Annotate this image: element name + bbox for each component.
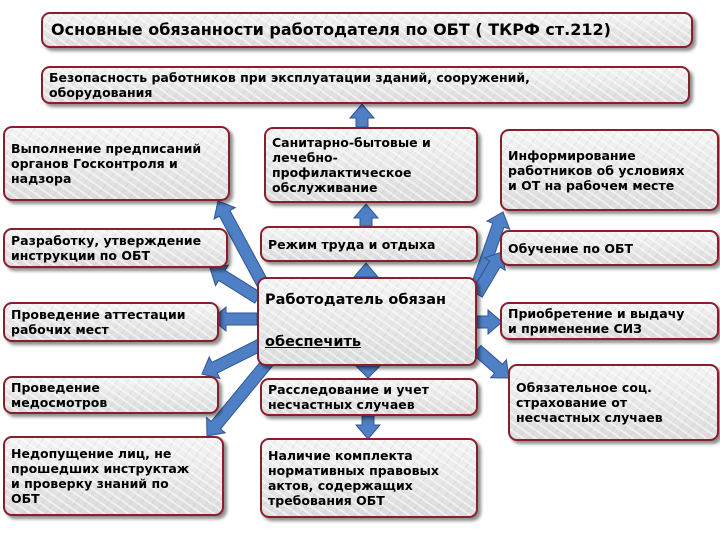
box-insurance: Обязательное соц. страхование от несчаст… [508, 364, 719, 441]
box-medical: Проведение медосмотров [3, 376, 219, 414]
box-safety-buildings: Безопасность работников при эксплуатации… [41, 66, 690, 104]
box-attestation: Проведение аттестации рабочих мест [3, 302, 219, 342]
box-regulations: Наличие комплекта нормативных правовых а… [260, 438, 478, 518]
arrow-to-non-admission [206, 357, 274, 437]
box-non-admission: Недопущение лиц, не прошедших инструктаж… [3, 436, 224, 516]
arrow-to-regulations [354, 415, 382, 440]
box-sanitary: Санитарно-бытовые и лечебно- профилактич… [264, 127, 478, 203]
box-investigation: Расследование и учет несчастных случаев [260, 378, 478, 416]
box-work-regime: Режим труда и отдыха [260, 226, 478, 262]
center-line-1: Работодатель обязан [265, 292, 447, 308]
box-state-control: Выполнение предписаний органов Госконтро… [3, 126, 230, 201]
box-training: Обучение по ОБТ [500, 230, 719, 266]
box-instructions: Разработку, утверждение инструкции по ОБ… [3, 228, 228, 268]
arrow-to-investigation [354, 365, 382, 379]
arrow-to-ppe [476, 308, 503, 336]
arrow-to-medical [201, 338, 264, 380]
center-employer-box: Работодатель обязан обеспечить [257, 277, 477, 366]
arrow-to-insurance [472, 344, 510, 379]
arrow-to-sanitary [352, 203, 380, 227]
diagram-title: Основные обязанности работодателя по ОБТ… [41, 12, 693, 48]
arrow-to-state-control [213, 200, 271, 292]
arrow-to-safety-buildings [348, 103, 376, 128]
arrow-to-attestation [211, 305, 258, 333]
center-line-2: обеспечить [265, 334, 362, 350]
box-informing: Информирование работников об условиях и … [500, 129, 719, 211]
box-ppe: Приобретение и выдачу и применение СИЗ [500, 302, 719, 340]
